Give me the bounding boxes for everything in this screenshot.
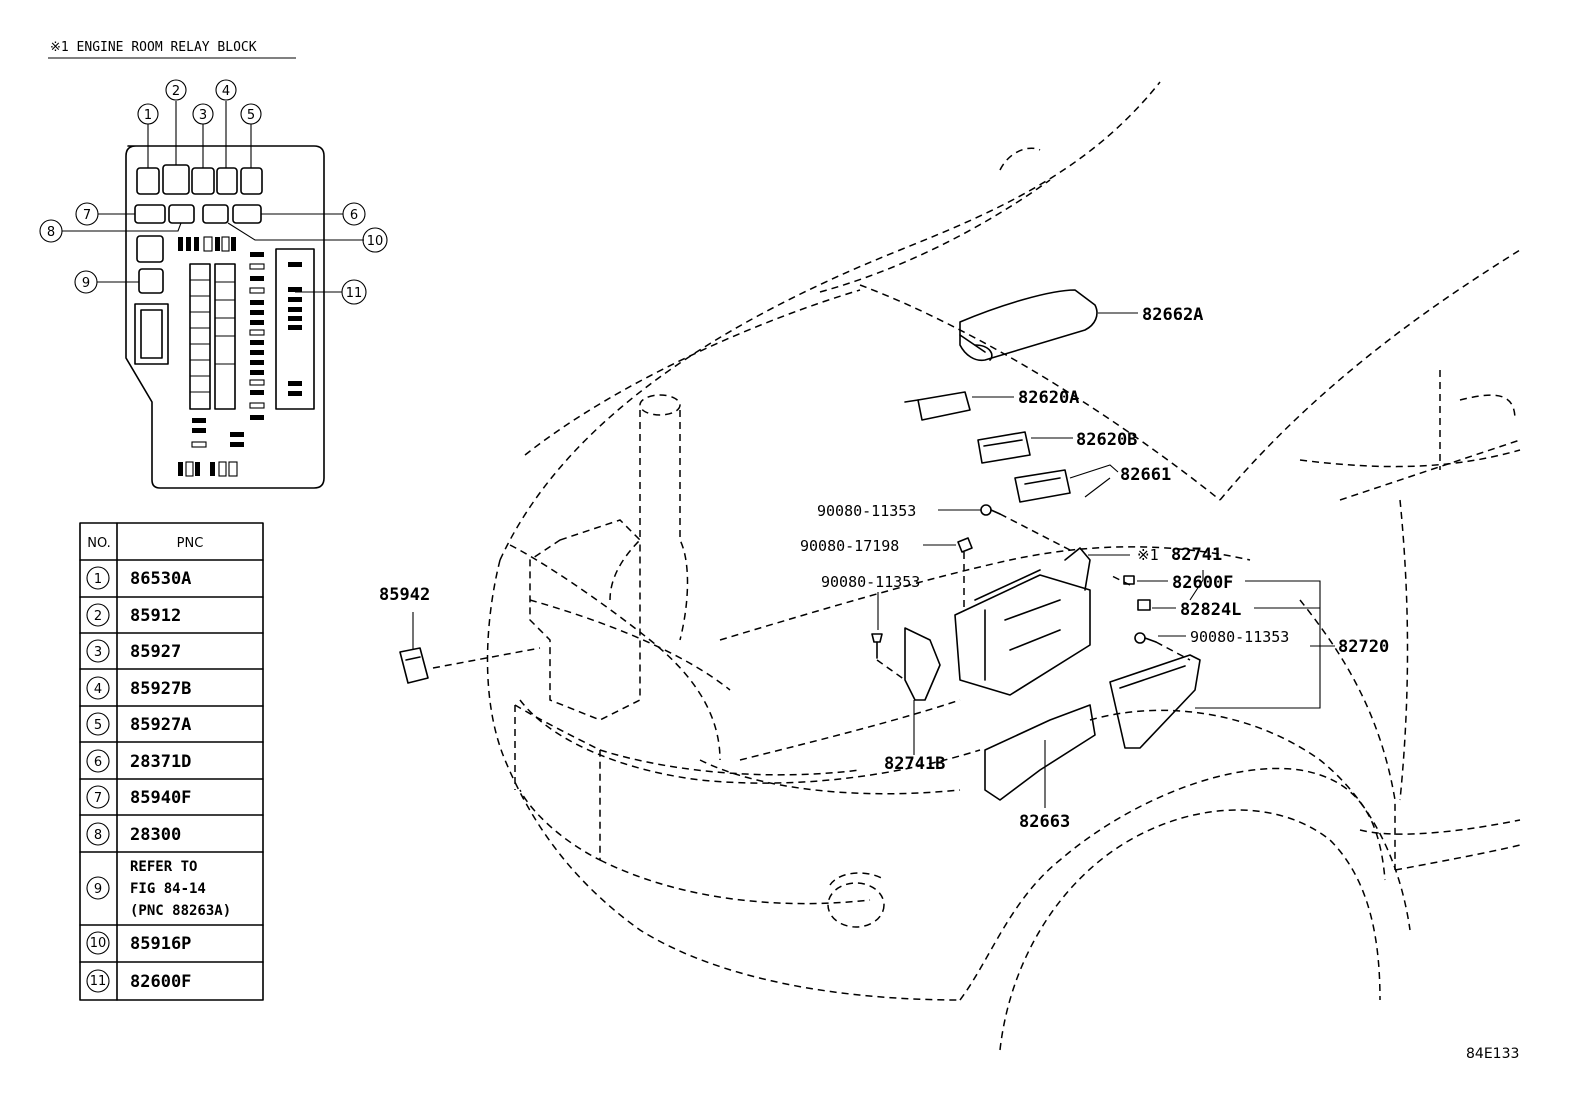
row-pnc: 85916P <box>130 934 191 954</box>
table-row: 1 86530A <box>86 566 191 590</box>
table-row: 4 85927B <box>86 676 191 700</box>
table-row: 2 85912 <box>86 603 181 627</box>
table-row: 11 82600F <box>86 969 191 993</box>
row-pnc: 85927B <box>130 679 191 699</box>
fuse-icon <box>1137 599 1151 611</box>
part-82663-case <box>984 704 1096 801</box>
table-row: 10 85916P <box>86 931 191 955</box>
label-82741: 82741 <box>1171 545 1222 565</box>
table-row: 6 28371D <box>86 749 191 773</box>
relay-block-inset: ※1 ENGINE ROOM RELAY BLOCK <box>39 40 388 489</box>
table-rows: 1 86530A 2 85912 3 85927 4 85927B 5 <box>86 566 231 993</box>
bolt-icon <box>980 504 1001 516</box>
table-row: 3 85927 <box>86 639 181 663</box>
relay-callouts: 1 2 3 4 5 6 7 8 9 10 11 <box>39 79 388 305</box>
table-header-no: NO. <box>87 536 111 551</box>
relay-block-title: ※1 ENGINE ROOM RELAY BLOCK <box>50 40 257 55</box>
washer-tank <box>529 394 689 721</box>
row-pnc: 28300 <box>130 825 181 845</box>
label-82600F: 82600F <box>1172 573 1233 593</box>
label-82620A: 82620A <box>1018 388 1079 408</box>
part-82620B-block <box>977 431 1031 464</box>
row-no: 2 <box>94 609 102 624</box>
label-90080-11353-c: 90080-11353 <box>1190 628 1289 646</box>
row-no: 3 <box>94 645 102 660</box>
table-header-pnc: PNC <box>177 536 204 551</box>
row-no: 1 <box>94 572 102 587</box>
row-no: 9 <box>94 882 102 897</box>
part-82741B-bracket <box>904 627 941 701</box>
nut-icon <box>957 537 973 553</box>
figure-id: 84E133 <box>1466 1046 1519 1062</box>
callout-9: 9 <box>82 276 90 291</box>
table-row: 9 REFER TO FIG 84-14 (PNC 88263A) <box>86 859 231 919</box>
row-pnc: 85927 <box>130 642 181 662</box>
pnc-table: NO. PNC 1 86530A 2 85912 3 85927 4 85927… <box>79 522 264 1001</box>
row-pnc: 85927A <box>130 715 191 735</box>
row-no: 4 <box>94 682 102 697</box>
callout-8: 8 <box>47 225 55 240</box>
row-no: 10 <box>90 936 107 951</box>
row-no: 8 <box>94 828 102 843</box>
part-82720-cover <box>1109 654 1201 749</box>
row-no: 6 <box>94 755 102 770</box>
label-82741B: 82741B <box>884 754 945 774</box>
assembly-lines <box>432 513 1191 681</box>
callout-11: 11 <box>346 286 363 301</box>
row-pnc: 82600F <box>130 972 191 992</box>
label-90080-11353-b: 90080-11353 <box>821 573 920 591</box>
label-82661: 82661 <box>1120 465 1171 485</box>
row-pnc: 85940F <box>130 788 191 808</box>
label-82663: 82663 <box>1019 812 1070 832</box>
relay-block-outline <box>125 145 325 489</box>
relay-block-cover <box>959 289 1098 362</box>
callout-10: 10 <box>367 234 384 249</box>
part-82661-block <box>1014 469 1071 503</box>
row-pnc-line: FIG 84-14 <box>130 881 206 897</box>
row-pnc: 28371D <box>130 752 191 772</box>
label-90080-17198: 90080-17198 <box>800 537 899 555</box>
table-row: 5 85927A <box>86 712 191 736</box>
row-no: 5 <box>94 718 102 733</box>
row-pnc: 85912 <box>130 606 181 626</box>
callout-7: 7 <box>83 208 91 223</box>
row-pnc-line: REFER TO <box>130 859 197 875</box>
row-pnc-line: (PNC 88263A) <box>130 903 231 919</box>
leader-lines <box>412 312 1335 808</box>
callout-1: 1 <box>144 108 152 123</box>
table-row: 7 85940F <box>86 785 191 809</box>
row-pnc: 86530A <box>130 569 191 589</box>
part-85942-relay <box>399 647 429 684</box>
table-row: 8 28300 <box>86 822 181 846</box>
label-82824L: 82824L <box>1180 600 1241 620</box>
part-labels: 82662A 82620A 82620B 82661 90080-11353 9… <box>379 305 1389 832</box>
callout-5: 5 <box>247 108 255 123</box>
bolt-icon <box>1134 632 1157 644</box>
callout-2: 2 <box>172 84 180 99</box>
label-82620B: 82620B <box>1076 430 1137 450</box>
vehicle-outline <box>486 81 1521 1051</box>
row-no: 11 <box>90 974 107 989</box>
bolt-icon <box>871 633 883 659</box>
label-82662A: 82662A <box>1142 305 1203 325</box>
label-85942: 85942 <box>379 585 430 605</box>
row-no: 7 <box>94 791 102 806</box>
callout-4: 4 <box>222 84 230 99</box>
label-ref-mark: ※1 <box>1137 546 1159 564</box>
part-82741-relay-block <box>954 547 1091 696</box>
callout-3: 3 <box>199 108 207 123</box>
callout-6: 6 <box>350 208 358 223</box>
label-90080-11353-a: 90080-11353 <box>817 502 916 520</box>
label-82720: 82720 <box>1338 637 1389 657</box>
part-82620A-bracket <box>904 391 971 421</box>
